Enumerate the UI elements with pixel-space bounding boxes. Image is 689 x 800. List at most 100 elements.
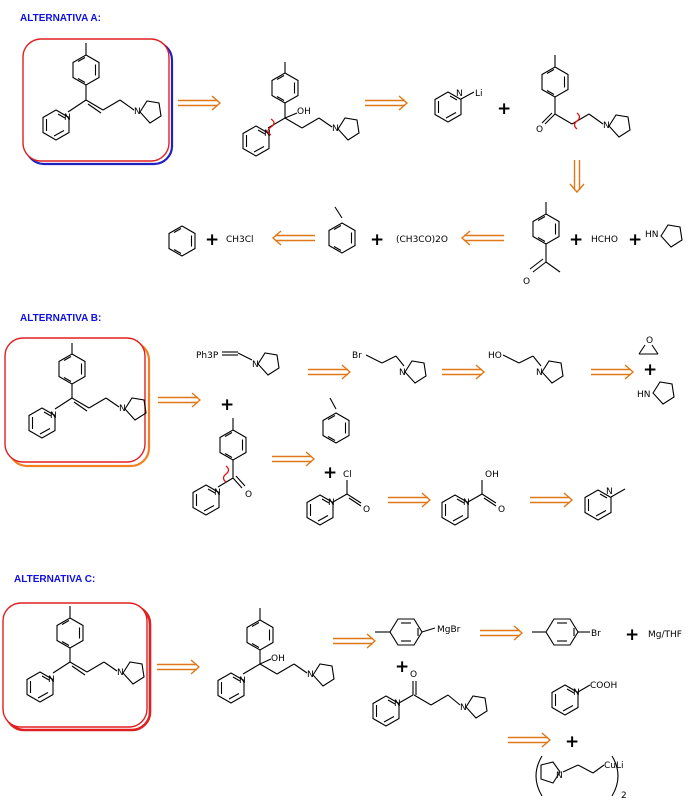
atom-n: N bbox=[536, 368, 543, 378]
atom-n: N bbox=[460, 703, 467, 713]
2-lithiopyridine: N Li bbox=[434, 89, 483, 123]
retro-arrow bbox=[307, 364, 351, 380]
hydroxyl-label: OH bbox=[297, 107, 311, 117]
formaldehyde-label: HCHO bbox=[591, 235, 618, 245]
atom-n: N bbox=[573, 688, 580, 698]
tolyl-magnesium-bromide: MgBr bbox=[375, 618, 461, 646]
hydroxyl-label: HO bbox=[488, 351, 502, 361]
4-methylacetophenone: O bbox=[523, 202, 561, 287]
subscript-2: 2 bbox=[621, 791, 627, 800]
retro-arrow bbox=[364, 95, 408, 111]
atom-n: N bbox=[48, 675, 55, 685]
section-title-c: ALTERNATIVA C: bbox=[14, 574, 95, 585]
atom-n: N bbox=[50, 411, 57, 421]
atom-n: N bbox=[239, 676, 246, 686]
picolinoyl-chloride: N Cl O bbox=[306, 470, 370, 526]
pyrrolidinylethyl-cuprate: N CuLi 2 bbox=[535, 755, 627, 800]
atom-n: N bbox=[332, 124, 339, 134]
atom-n: N bbox=[214, 488, 221, 498]
atom-o: O bbox=[410, 670, 417, 680]
toluene bbox=[328, 206, 356, 254]
alcohol-intermediate-c: OH N N bbox=[217, 608, 335, 704]
plus-sign: + bbox=[395, 657, 409, 677]
atom-n: N bbox=[264, 129, 271, 139]
bromoethyl-pyrrolidine: Br N bbox=[352, 351, 427, 384]
retro-arrow bbox=[569, 159, 585, 193]
acetic-anhydride-label: (CH3CO)2O bbox=[396, 235, 448, 245]
retro-arrow bbox=[461, 230, 505, 246]
atom-o: O bbox=[245, 490, 252, 500]
plus-sign: + bbox=[625, 625, 639, 645]
retro-arrow bbox=[529, 492, 573, 508]
hydroxyethyl-pyrrolidine: HO N bbox=[488, 351, 564, 384]
atom-n: N bbox=[463, 498, 470, 508]
disconnection-mark bbox=[222, 465, 230, 483]
2-picoline: N bbox=[584, 487, 626, 521]
atom-n: N bbox=[252, 360, 259, 370]
atom-n: N bbox=[328, 498, 335, 508]
mannich-ketone: O N bbox=[536, 55, 631, 138]
lithium-label: Li bbox=[475, 89, 483, 99]
atom-o: O bbox=[363, 505, 370, 515]
section-title-b: ALTERNATIVA B: bbox=[20, 313, 101, 324]
plus-sign: + bbox=[220, 395, 234, 415]
hydroxyl-label: OH bbox=[271, 654, 285, 664]
plus-sign: + bbox=[370, 230, 384, 250]
4-bromotoluene: Br bbox=[532, 618, 601, 646]
carboxylic-acid-label: COOH bbox=[590, 681, 617, 691]
hydroxyl-label: OH bbox=[485, 470, 499, 480]
plus-sign: + bbox=[628, 230, 642, 250]
atom-n: N bbox=[394, 699, 401, 709]
target-molecule-b: N N bbox=[4, 337, 151, 468]
pyridyl-aminoketone: N O N bbox=[372, 670, 488, 727]
atom-n: N bbox=[134, 107, 141, 117]
atom-n: N bbox=[117, 668, 124, 678]
pyrrolidine: HN bbox=[645, 224, 683, 248]
picolinic-acid: N OH O bbox=[441, 470, 505, 526]
ethylene-oxide: O bbox=[638, 336, 659, 355]
plus-sign: + bbox=[569, 230, 583, 250]
retro-arrow bbox=[387, 492, 431, 508]
retro-arrow bbox=[590, 364, 634, 380]
retro-arrow bbox=[272, 230, 316, 246]
retro-arrow bbox=[157, 392, 201, 408]
plus-sign: + bbox=[497, 99, 511, 119]
disconnection-mark bbox=[573, 112, 581, 130]
atom-n: N bbox=[64, 113, 71, 123]
atom-n: N bbox=[456, 89, 463, 99]
atom-o: O bbox=[536, 125, 543, 135]
aryl-pyridyl-ketone: O N bbox=[192, 418, 252, 516]
amine-label: HN bbox=[645, 230, 659, 240]
atom-n: N bbox=[399, 368, 406, 378]
retro-arrow bbox=[441, 364, 485, 380]
retro-arrow bbox=[177, 95, 221, 111]
pyrrolidine: HN bbox=[637, 381, 675, 405]
disconnection-mark bbox=[267, 118, 275, 136]
toluene bbox=[322, 397, 350, 444]
grignard-label: MgBr bbox=[437, 625, 461, 635]
phosphonium-ylide: Ph3P N bbox=[196, 351, 280, 376]
atom-n: N bbox=[606, 487, 613, 497]
bromine-label: Br bbox=[591, 629, 601, 639]
retro-arrow bbox=[332, 633, 376, 649]
atom-o: O bbox=[646, 336, 653, 346]
retro-arrow bbox=[507, 732, 551, 748]
retro-arrow bbox=[271, 451, 315, 467]
plus-sign: + bbox=[205, 230, 219, 250]
atom-n: N bbox=[603, 121, 610, 131]
retro-arrow bbox=[156, 659, 200, 675]
atom-n: N bbox=[556, 771, 563, 781]
alcohol-intermediate-a: OH N N bbox=[242, 62, 360, 157]
plus-sign: + bbox=[643, 360, 657, 380]
retro-arrow bbox=[479, 625, 523, 641]
atom-n: N bbox=[307, 670, 314, 680]
atom-n: N bbox=[119, 404, 126, 414]
picolinic-acid: N COOH bbox=[551, 681, 617, 716]
plus-sign: + bbox=[323, 463, 337, 483]
target-molecule-a: N N bbox=[22, 38, 174, 166]
atom-o: O bbox=[498, 505, 505, 515]
methyl-chloride-label: CH3Cl bbox=[226, 235, 254, 245]
cuprate-label: CuLi bbox=[604, 761, 624, 771]
bromine-label: Br bbox=[352, 351, 362, 361]
